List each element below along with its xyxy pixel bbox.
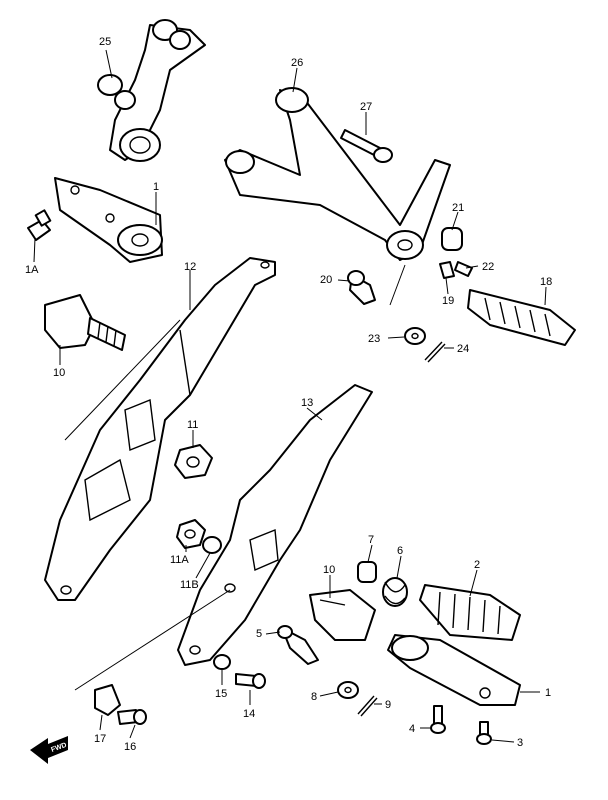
part-24-cotter-pin [424,341,446,363]
part-19-pin [439,261,455,279]
fwd-arrow-icon: FWD [30,736,68,764]
callout-12: 12 [184,261,196,273]
part-11-nut [174,444,213,479]
callout-11: 11 [187,419,198,431]
part-27-bolt [340,129,393,163]
callout-16: 16 [124,741,136,753]
callout-1a: 1A [25,264,39,276]
part-17-spacer [94,684,121,716]
part-16-bolt [117,709,147,725]
callout-24: 24 [457,343,469,355]
part-6-spring [382,577,408,607]
callouts: 25 26 27 1 1A 12 21 22 20 19 18 23 24 10… [25,36,552,753]
callout-1-upper: 1 [153,181,159,193]
part-4-bolt [430,705,446,734]
part-11b-washer [202,536,222,554]
part-5-pivot-pin [277,625,319,665]
callout-13: 13 [301,397,313,409]
callout-9: 9 [385,699,391,711]
part-10-upper-pivot [44,294,126,351]
callout-2: 2 [474,559,480,571]
part-3-bolt [476,721,492,745]
part-11a-nut [176,519,206,549]
callout-22: 22 [482,261,494,273]
part-1-upper-footpeg-bracket [54,177,163,263]
part-26-rear-bracket [224,87,451,261]
callout-20: 20 [320,274,332,286]
part-25-bracket [97,19,206,162]
leader-lines [33,49,547,743]
callout-1-lower: 1 [545,687,551,699]
callout-14: 14 [243,708,255,720]
part-23-washer [404,327,426,345]
callout-6: 6 [397,545,403,557]
callout-3: 3 [517,737,523,749]
part-1a-bolt [27,209,52,241]
part-7-bushing [357,561,377,583]
callout-27: 27 [360,101,372,113]
callout-15: 15 [215,688,227,700]
part-21-bushing [441,227,463,251]
part-9-cotter-pin [357,695,378,717]
part-14-bolt [235,673,266,689]
callout-19: 19 [442,295,454,307]
callout-10-upper: 10 [53,367,65,379]
callout-5: 5 [256,628,262,640]
callout-4: 4 [409,723,415,735]
callout-25: 25 [99,36,111,48]
callout-11a: 11A [170,554,189,566]
callout-7: 7 [368,534,374,546]
callout-10-lower: 10 [323,564,335,576]
part-22-spring-pin [454,261,473,277]
callout-26: 26 [291,57,303,69]
callout-21: 21 [452,202,464,214]
callout-18: 18 [540,276,552,288]
part-20-pivot-bolt [347,270,376,305]
part-1-lower-footpeg-bracket [387,634,521,706]
callout-17: 17 [94,733,106,745]
part-18-rear-footpeg [467,289,576,346]
part-8-washer [337,681,359,699]
part-15-washer [213,654,231,670]
part-10-lower-pivot [309,589,376,641]
part-13-right-plate [177,384,373,666]
callout-8: 8 [311,691,317,703]
callout-23: 23 [368,333,380,345]
part-12-left-plate [44,257,276,601]
part-2-front-footpeg [419,584,521,641]
callout-11b: 11B [180,579,199,591]
